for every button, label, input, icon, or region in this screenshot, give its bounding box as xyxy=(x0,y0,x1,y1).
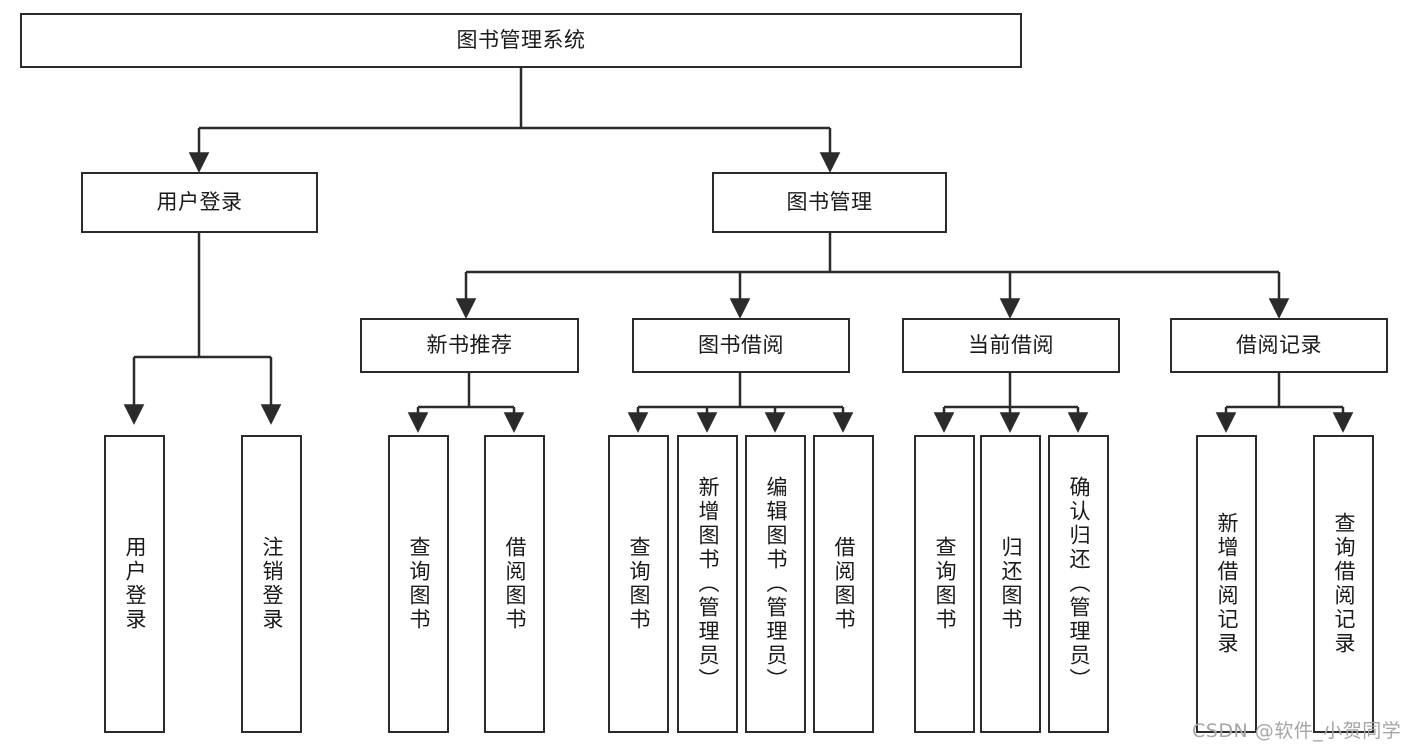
node-borrow-record[interactable]: 借阅记录 xyxy=(1170,318,1388,373)
leaf-current-borrow-2[interactable]: 确认归还（管理员） xyxy=(1048,435,1109,733)
leaf-new-book-recommend-1[interactable]: 借阅图书 xyxy=(484,435,545,733)
node-book-manage[interactable]: 图书管理 xyxy=(712,172,947,233)
node-new-book-recommend[interactable]: 新书推荐 xyxy=(360,318,579,373)
leaf-current-borrow-1[interactable]: 归还图书 xyxy=(980,435,1041,733)
node-current-borrow[interactable]: 当前借阅 xyxy=(902,318,1120,373)
watermark-text: CSDN @软件_小贺同学 xyxy=(1192,720,1402,742)
leaf-book-borrow-2[interactable]: 编辑图书（管理员） xyxy=(745,435,806,733)
leaf-user-login-0[interactable]: 用户登录 xyxy=(104,435,165,733)
leaf-borrow-record-1[interactable]: 查询借阅记录 xyxy=(1313,435,1374,733)
node-root[interactable]: 图书管理系统 xyxy=(20,13,1022,68)
leaf-current-borrow-0[interactable]: 查询图书 xyxy=(914,435,975,733)
leaf-borrow-record-0[interactable]: 新增借阅记录 xyxy=(1196,435,1257,733)
leaf-user-login-1[interactable]: 注销登录 xyxy=(241,435,302,733)
node-book-borrow[interactable]: 图书借阅 xyxy=(632,318,850,373)
node-user-login[interactable]: 用户登录 xyxy=(81,172,318,233)
leaf-new-book-recommend-0[interactable]: 查询图书 xyxy=(388,435,449,733)
leaf-book-borrow-1[interactable]: 新增图书（管理员） xyxy=(677,435,738,733)
leaf-book-borrow-3[interactable]: 借阅图书 xyxy=(813,435,874,733)
leaf-book-borrow-0[interactable]: 查询图书 xyxy=(608,435,669,733)
